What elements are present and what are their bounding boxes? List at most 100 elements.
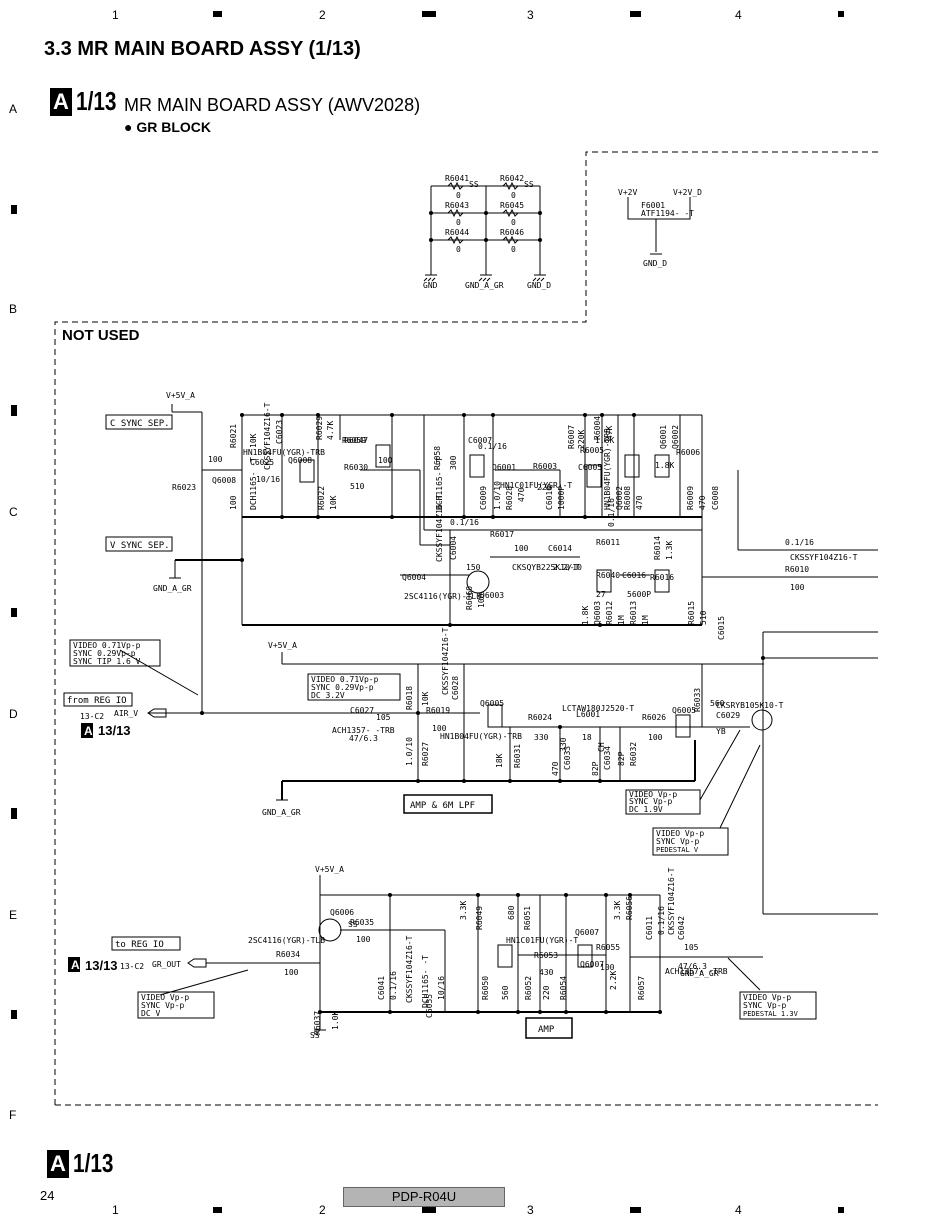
component-label: HN1C01FU(YGR)-T xyxy=(500,481,572,490)
component-label: C6028 xyxy=(451,676,460,700)
component-label: 18K xyxy=(495,753,504,768)
component-label: 300 xyxy=(449,455,458,470)
gnd-label: GND_A_GR xyxy=(153,584,192,593)
component-label: Q6007 xyxy=(575,928,599,937)
component-label: R6018 xyxy=(405,686,414,710)
component-label: R6026 xyxy=(642,713,666,722)
component-label: R6030 xyxy=(344,463,368,472)
component-label: C6025 xyxy=(250,458,274,467)
fuse-part: ATF1194- -T xyxy=(641,209,694,218)
note-line: DC 3.2V xyxy=(311,691,345,700)
component-label: 1M xyxy=(641,615,650,625)
note-line: SYNC Vp-p xyxy=(656,837,700,846)
note-line: VIDEO Vp-p xyxy=(743,993,791,1002)
component-label: R6008 xyxy=(623,486,632,510)
component-label: 470 xyxy=(551,761,560,776)
component-label: DCH1165- -T xyxy=(435,457,444,510)
component-label: R6012 xyxy=(605,601,614,625)
component-label: 100 xyxy=(514,544,529,553)
component-label: 220 xyxy=(542,985,551,1000)
component-label: 560 xyxy=(710,699,725,708)
component-label: R6055 xyxy=(596,943,620,952)
component-label: 82P xyxy=(617,751,626,766)
component-label: CKSSYF104Z16-T xyxy=(263,402,272,470)
note-line: VIDEO Vp-p xyxy=(141,993,189,1002)
c-sync-label: C SYNC SEP. xyxy=(110,419,170,429)
component-label: 47K xyxy=(605,425,614,440)
component-label: Q6003 xyxy=(480,591,504,600)
component-label: R6032 xyxy=(629,742,638,766)
component-label: C6042 xyxy=(677,916,686,940)
component-label: C6015 xyxy=(717,616,726,640)
component-label: R6004 xyxy=(593,416,602,440)
amp-lpf-title: AMP & 6M LPF xyxy=(410,801,475,811)
fuse-block-labels: V+2V V+2V_D F6001 ATF1194- -T GND_D xyxy=(618,188,702,268)
ruler-tick xyxy=(11,405,17,416)
component-label: 430 xyxy=(539,968,554,977)
component-label: CH xyxy=(597,742,606,752)
component-label: 470 xyxy=(517,487,526,502)
note-line: SYNC Vp-p xyxy=(743,1001,787,1010)
resistor-label: R6045 xyxy=(500,201,524,210)
component-label: 5600P xyxy=(627,590,651,599)
resistor-value: 0 xyxy=(456,218,461,227)
note-line: PEDESTAL V xyxy=(656,846,699,854)
component-label: 3.3K xyxy=(459,901,468,920)
component-label: Q6001 xyxy=(659,425,668,449)
component-label: C6010 xyxy=(545,486,554,510)
board-title: MR MAIN BOARD ASSY (AWV2028) xyxy=(124,95,421,115)
component-label: 27 xyxy=(596,590,606,599)
component-label: 0.1/16 xyxy=(389,971,398,1000)
component-label: 0.1/16 xyxy=(450,518,479,527)
component-label: 105 xyxy=(684,943,699,952)
component-label: R6060 xyxy=(465,586,474,610)
component-label: 1.8K xyxy=(581,606,590,625)
component-label: R6005 xyxy=(580,446,604,455)
ruler-tick xyxy=(213,11,222,17)
from-reg-ref: 13-C2 xyxy=(80,712,104,721)
resistor-ss: SS xyxy=(469,180,479,189)
component-label: 100 xyxy=(432,724,447,733)
not-used-label: NOT USED xyxy=(62,327,140,344)
component-label: CKSSYF104Z16-T xyxy=(441,627,450,695)
ruler-col-4: 4 xyxy=(735,1203,742,1217)
block-title: ● GR BLOCK xyxy=(124,119,212,135)
resistor-ss: SS xyxy=(524,180,534,189)
component-label: ACH1357- -TRB xyxy=(665,967,728,976)
component-label: 3.3K xyxy=(613,901,622,920)
ruler-col-2: 2 xyxy=(319,1203,326,1217)
component-label: 2SC4116(YGR)-TLB xyxy=(404,592,481,601)
component-label: Q6008 xyxy=(212,476,236,485)
component-label: SS xyxy=(310,1031,320,1040)
component-label: Q6004 xyxy=(402,573,426,582)
component-label: Q6008 xyxy=(288,456,312,465)
v-sync-label: V SYNC SEP. xyxy=(110,541,170,551)
component-label: Q6007 xyxy=(580,960,604,969)
from-reg-sheet: 13/13 xyxy=(98,723,131,738)
component-label: 1.8K xyxy=(595,436,614,445)
resistor-label: R6043 xyxy=(445,201,469,210)
component-label: C6016 xyxy=(622,571,646,580)
component-label: 0.1/16 xyxy=(785,538,814,547)
note-line: DC V xyxy=(141,1009,160,1018)
gnd-label: GND xyxy=(423,281,438,290)
component-label: HN1B04FU(YGR)-TRB xyxy=(243,448,325,457)
fuse-label: F6001 xyxy=(641,201,665,210)
note-line: SYNC Vp-p xyxy=(629,797,673,806)
component-label: 100 xyxy=(648,733,663,742)
component-label: 47/6.3 xyxy=(349,734,378,743)
component-label: R6058 xyxy=(433,446,442,470)
component-label: R6022 xyxy=(317,486,326,510)
component-label: R6035 xyxy=(350,918,374,927)
component-label: 100 xyxy=(229,495,238,510)
component-label: GND_A_GR xyxy=(680,969,719,978)
ruler-row-a: A xyxy=(9,102,18,116)
gnd-resistor-block xyxy=(423,181,546,282)
not-used-boundary xyxy=(54,151,878,1105)
component-label: 220 xyxy=(537,483,552,492)
component-label: CKSSYF104Z16-T xyxy=(435,494,444,562)
component-label: C6004 xyxy=(449,536,458,560)
component-label: R6028 xyxy=(505,486,514,510)
